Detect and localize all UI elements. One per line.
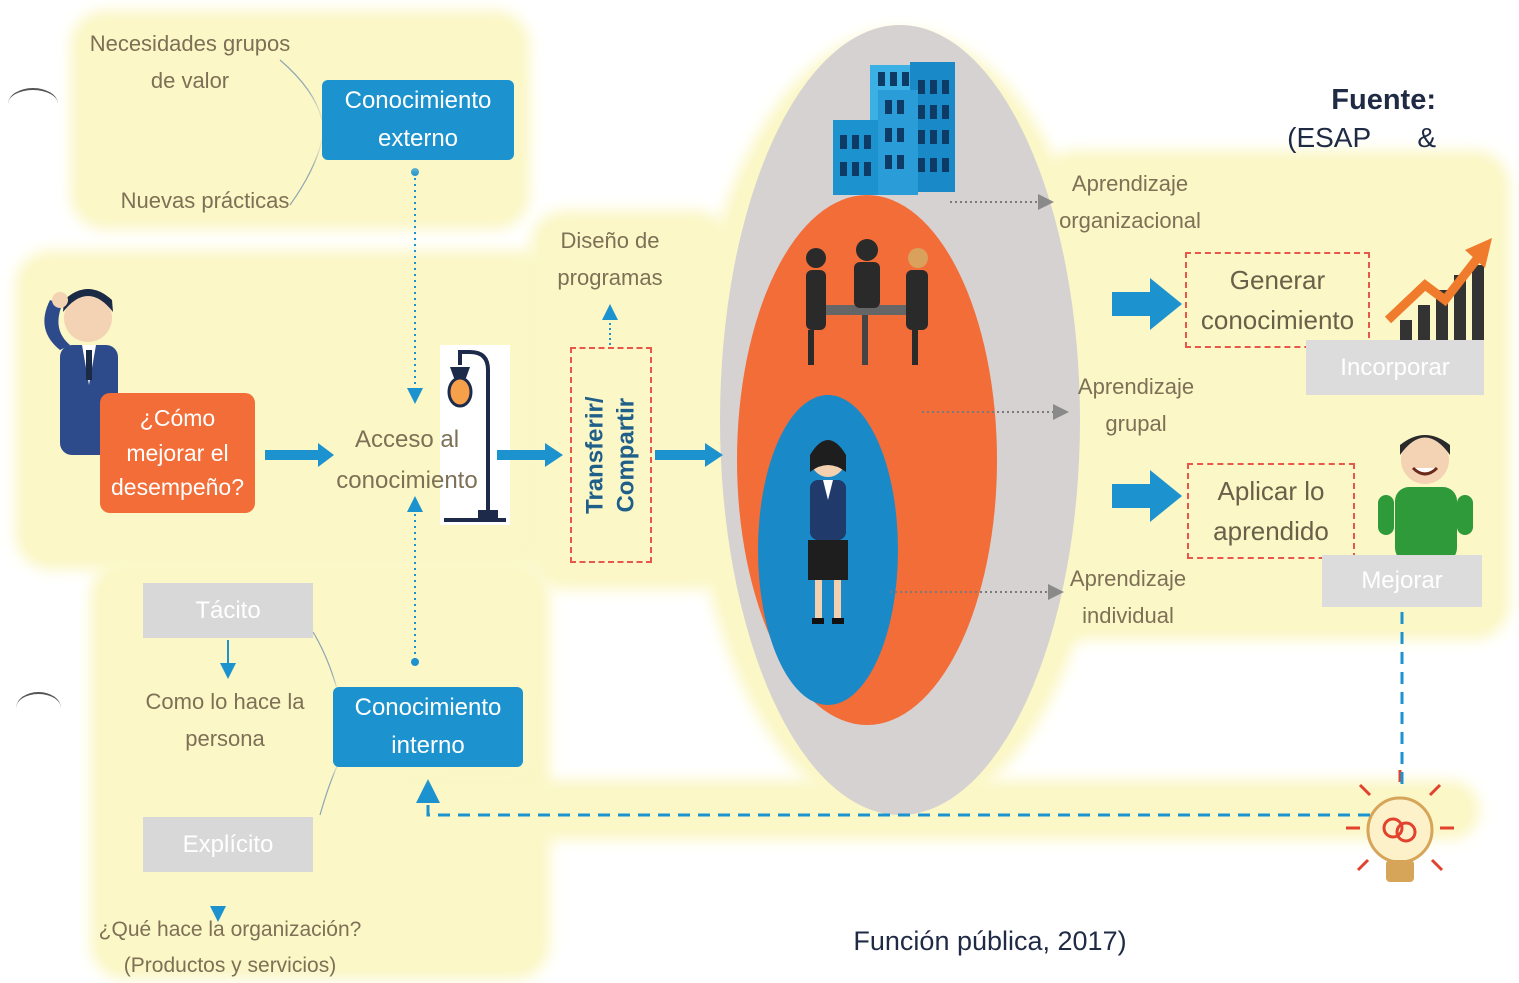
margin-mark-top xyxy=(8,88,58,120)
label-aprendizaje-individual: Aprendizaje individual xyxy=(1069,566,1187,629)
street-lamp-icon xyxy=(440,345,510,525)
label-aprendizaje-organizacional: Aprendizaje organizacional xyxy=(1059,171,1201,234)
label-acceso-conocimiento: Acceso al conocimiento xyxy=(336,426,478,494)
label-nuevas-practicas: Nuevas prácticas xyxy=(120,188,290,213)
box-conocimiento-interno: Conocimiento interno xyxy=(333,687,523,767)
woman-icon xyxy=(808,440,848,624)
label-que-hace: ¿Qué hace la organización? (Productos y … xyxy=(98,918,362,977)
box-conocimiento-externo: Conocimiento externo xyxy=(322,80,514,160)
box-transferir: Transferir/ Compartir xyxy=(570,347,652,563)
label-aprendizaje-grupal: Aprendizaje grupal xyxy=(1077,374,1195,437)
lightbulb-icon xyxy=(1346,770,1454,882)
label-transferir: Transferir/ Compartir xyxy=(581,396,641,514)
box-generar-conocimiento: Generar conocimiento xyxy=(1185,252,1370,348)
flow-arrows xyxy=(265,278,1182,522)
building-icon xyxy=(833,62,955,195)
margin-mark-bottom xyxy=(16,692,61,724)
happy-man-icon xyxy=(1378,435,1473,562)
box-aplicar-aprendido: Aplicar lo aprendido xyxy=(1187,463,1355,559)
feedback-loop xyxy=(428,612,1404,817)
label-diseno-programas: Diseño de programas xyxy=(557,228,663,291)
oval-level-arrows xyxy=(890,194,1069,600)
box-como-mejorar: ¿Cómo mejorar el desempeño? xyxy=(100,393,255,513)
meeting-group-icon xyxy=(806,239,928,365)
box-incorporar: Incorporar xyxy=(1306,340,1484,395)
label-como-persona: Como lo hace la persona xyxy=(145,689,305,752)
box-mejorar: Mejorar xyxy=(1322,555,1482,607)
source-funcion-publica: Función pública, 2017) xyxy=(853,926,1127,956)
source-fuente: Fuente: xyxy=(1331,84,1436,116)
box-explicito: Explícito xyxy=(143,817,313,872)
growth-chart-icon xyxy=(1384,238,1492,355)
box-tacito: Tácito xyxy=(143,583,313,638)
source-esap: (ESAP & xyxy=(1287,122,1436,153)
label-necesidades: Necesidades grupos de valor xyxy=(89,31,291,94)
